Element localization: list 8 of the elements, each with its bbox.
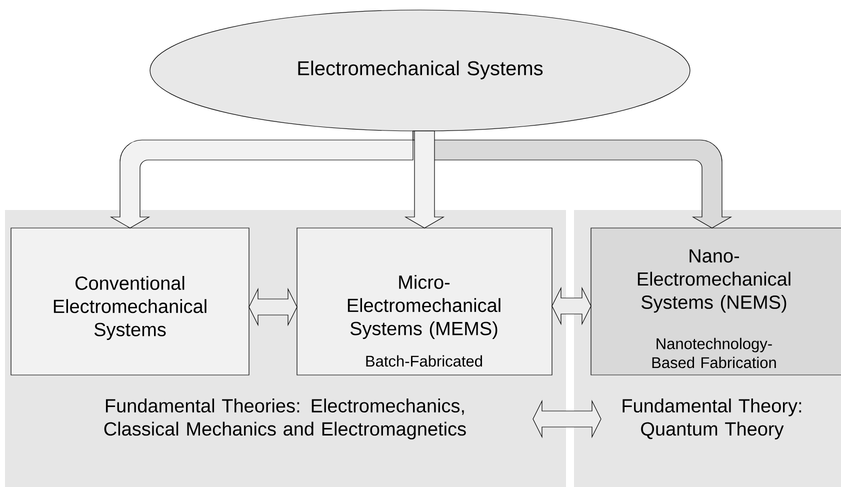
block-arrow [404, 130, 445, 228]
double-arrow [552, 286, 592, 326]
system-box: Conventional Electromechanical Systems [10, 228, 250, 376]
double-arrow [248, 288, 298, 326]
system-box: Nano- Electromechanical Systems (NEMS) Nanotechnology-Based Fabrication [590, 228, 841, 376]
system-box: Micro- Electromechanical Systems (MEMS) Batch-Fabricated [296, 228, 552, 376]
block-arrow [412, 130, 732, 228]
double-arrow [532, 400, 602, 438]
